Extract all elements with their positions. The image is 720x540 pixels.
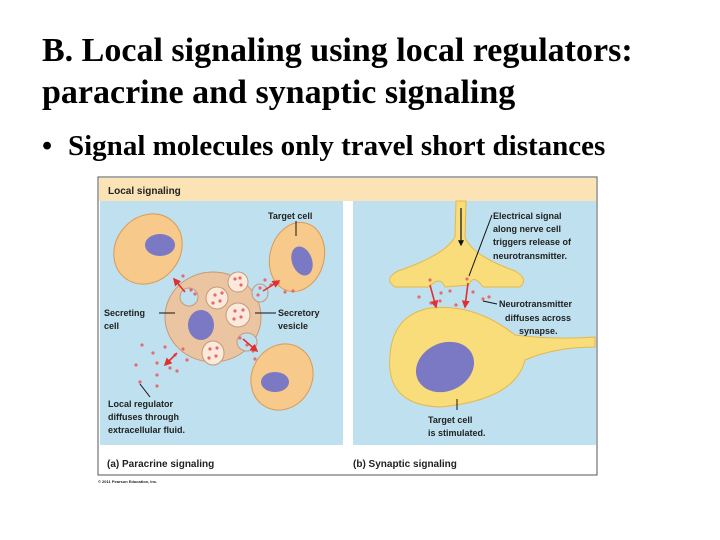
electrical-signal-label: neurotransmitter.	[493, 251, 567, 261]
stimulated-target-cell-label: is stimulated.	[428, 428, 486, 438]
bullet-text: Signal molecules only travel short dista…	[68, 130, 606, 162]
electrical-signal-label: Electrical signal	[493, 211, 562, 221]
title-line-1: B. Local signaling using local regulator…	[42, 32, 633, 69]
bullet-icon: •	[42, 130, 53, 162]
electrical-signal-label: along nerve cell	[493, 224, 561, 234]
paracrine-cells	[113, 213, 326, 411]
electrical-signal-label: triggers release of	[493, 237, 572, 247]
local-signaling-figure: Local signaling	[97, 176, 598, 484]
secretory-vesicle-label: Secretory	[278, 308, 320, 318]
stimulated-target-cell-label: Target cell	[428, 415, 472, 425]
title-line-2: paracrine and synaptic signaling	[42, 74, 516, 111]
local-regulator-label: Local regulator	[108, 399, 174, 409]
target-cell-label: Target cell	[268, 211, 312, 221]
synaptic-cells	[389, 200, 596, 408]
figure-header-band	[99, 178, 596, 201]
copyright: © 2011 Pearson Education, Inc.	[98, 479, 157, 484]
local-regulator-label: extracellular fluid.	[108, 425, 185, 435]
local-regulator-label: diffuses through	[108, 412, 179, 422]
secretory-vesicle-label: vesicle	[278, 321, 308, 331]
bullet-point: • Signal molecules only travel short dist…	[42, 130, 605, 163]
synaptic-caption: (b) Synaptic signaling	[353, 459, 457, 470]
paracrine-caption: (a) Paracrine signaling	[107, 459, 214, 470]
secreting-cell-label: Secreting	[104, 308, 145, 318]
neurotransmitter-label: synapse.	[519, 326, 558, 336]
slide-title: B. Local signaling using local regulator…	[42, 30, 712, 114]
nerve-cell-terminal	[389, 200, 525, 288]
figure-header: Local signaling	[108, 186, 181, 197]
neurotransmitter-label: Neurotransmitter	[499, 299, 573, 309]
neurotransmitter-label: diffuses across	[505, 313, 571, 323]
secreting-cell-label: cell	[104, 321, 119, 331]
